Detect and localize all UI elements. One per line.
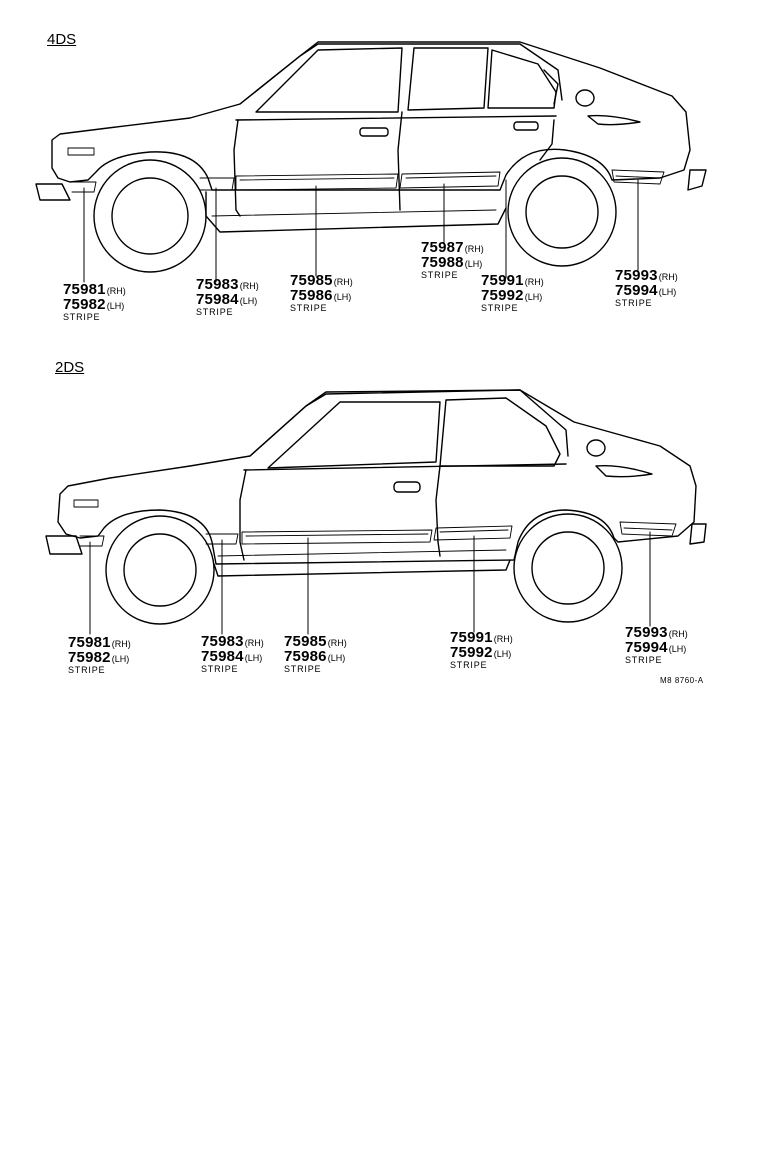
part-name: STRIPE	[284, 664, 322, 674]
label-75983-75984: 75983(RH) 75984(LH) STRIPE	[201, 634, 264, 674]
part-name: STRIPE	[201, 664, 239, 674]
side-lh: (LH)	[327, 653, 346, 663]
drawing-reference-code: M8 8760-A	[660, 676, 704, 685]
side-rh: (RH)	[106, 286, 126, 296]
part-number-lh: 75994	[615, 282, 658, 299]
section-title-4ds: 4DS	[47, 31, 77, 48]
label-75991-75992: 75991(RH) 75992(LH) STRIPE	[450, 630, 513, 670]
part-number-lh: 75992	[450, 644, 493, 661]
side-rh: (RH)	[239, 281, 259, 291]
side-lh: (LH)	[111, 654, 130, 664]
part-number-rh: 75993	[615, 267, 658, 284]
part-number-rh: 75981	[63, 281, 106, 298]
part-name: STRIPE	[450, 660, 488, 670]
side-rh: (RH)	[464, 244, 484, 254]
side-rh: (RH)	[244, 638, 264, 648]
side-lh: (LH)	[239, 296, 258, 306]
side-lh: (LH)	[658, 287, 677, 297]
label-75983-75984: 75983(RH) 75984(LH) STRIPE	[196, 277, 259, 317]
label-75985-75986: 75985(RH) 75986(LH) STRIPE	[290, 273, 353, 313]
label-75981-75982: 75981(RH) 75982(LH) STRIPE	[63, 282, 126, 322]
part-name: STRIPE	[421, 270, 459, 280]
label-75987-75988: 75987(RH) 75988(LH) STRIPE	[421, 240, 484, 280]
four-door-sedan-drawing	[35, 41, 707, 283]
part-number-rh: 75981	[68, 634, 111, 651]
part-name: STRIPE	[625, 655, 663, 665]
label-75981-75982: 75981(RH) 75982(LH) STRIPE	[68, 635, 131, 675]
part-number-rh: 75983	[196, 276, 239, 293]
part-number-rh: 75983	[201, 633, 244, 650]
side-rh: (RH)	[493, 634, 513, 644]
part-name: STRIPE	[290, 303, 328, 313]
side-rh: (RH)	[524, 277, 544, 287]
side-lh: (LH)	[333, 292, 352, 302]
label-75993-75994: 75993(RH) 75994(LH) STRIPE	[625, 625, 688, 665]
part-number-rh: 75993	[625, 624, 668, 641]
part-number-lh: 75984	[201, 648, 244, 665]
part-number-rh: 75985	[284, 633, 327, 650]
part-name: STRIPE	[481, 303, 519, 313]
side-lh: (LH)	[464, 259, 483, 269]
part-number-rh: 75991	[481, 272, 524, 289]
side-rh: (RH)	[333, 277, 353, 287]
part-number-lh: 75988	[421, 254, 464, 271]
side-rh: (RH)	[111, 639, 131, 649]
label-75985-75986: 75985(RH) 75986(LH) STRIPE	[284, 634, 347, 674]
label-75991-75992: 75991(RH) 75992(LH) STRIPE	[481, 273, 544, 313]
part-number-lh: 75982	[63, 296, 106, 313]
part-number-lh: 75986	[284, 648, 327, 665]
part-name: STRIPE	[63, 312, 101, 322]
part-number-lh: 75984	[196, 291, 239, 308]
side-lh: (LH)	[668, 644, 687, 654]
side-rh: (RH)	[658, 272, 678, 282]
part-name: STRIPE	[68, 665, 106, 675]
side-rh: (RH)	[668, 629, 688, 639]
part-number-rh: 75991	[450, 629, 493, 646]
part-number-rh: 75987	[421, 239, 464, 256]
part-number-lh: 75994	[625, 639, 668, 656]
part-number-rh: 75985	[290, 272, 333, 289]
part-number-lh: 75992	[481, 287, 524, 304]
part-number-lh: 75982	[68, 649, 111, 666]
side-lh: (LH)	[524, 292, 543, 302]
part-name: STRIPE	[196, 307, 234, 317]
part-number-lh: 75986	[290, 287, 333, 304]
section-title-2ds: 2DS	[55, 359, 85, 376]
side-lh: (LH)	[493, 649, 512, 659]
part-name: STRIPE	[615, 298, 653, 308]
side-lh: (LH)	[244, 653, 263, 663]
side-rh: (RH)	[327, 638, 347, 648]
label-75993-75994: 75993(RH) 75994(LH) STRIPE	[615, 268, 678, 308]
side-lh: (LH)	[106, 301, 125, 311]
two-door-coupe-drawing	[45, 389, 707, 635]
